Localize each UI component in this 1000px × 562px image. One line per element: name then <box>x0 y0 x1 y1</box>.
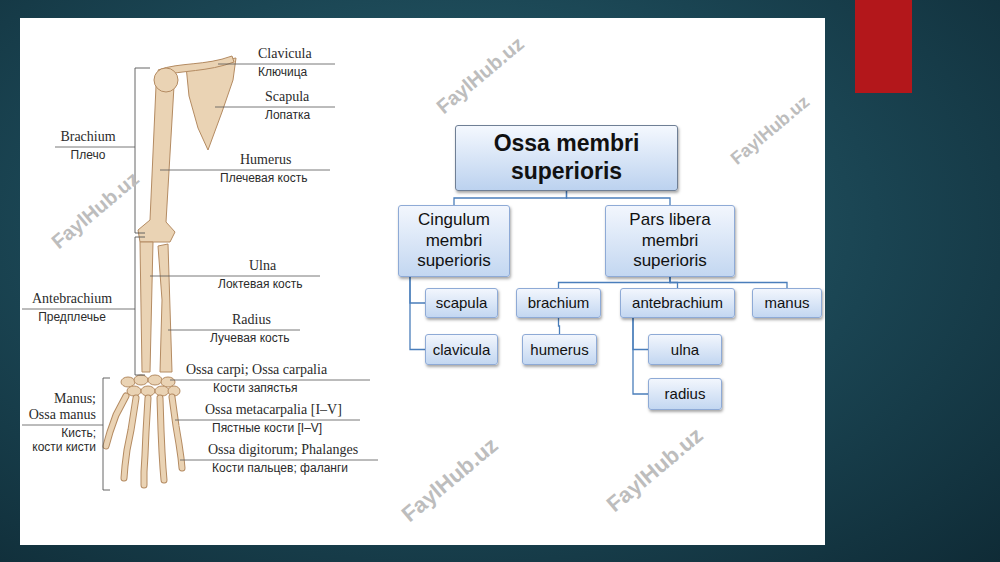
finger-bones-outline <box>106 396 182 485</box>
latin-term: Ossa metacarpalia [I–V] <box>205 402 342 418</box>
russian-term: Кости запястья <box>213 381 298 395</box>
russian-term: Кисть; <box>61 426 96 440</box>
bone-box: humerus <box>522 334 597 365</box>
bone-box: radius <box>648 378 722 410</box>
region-box: brachium <box>516 288 601 318</box>
accent-bar <box>855 0 912 93</box>
leader-lines <box>22 64 378 460</box>
bone-box: scapula <box>425 288 498 318</box>
latin-term: Ossa carpi; Ossa carpalia <box>186 362 327 378</box>
latin-term: Antebrachium <box>32 291 112 307</box>
bone-box: ulna <box>648 334 722 365</box>
watermark: FaylHub.uz <box>48 168 143 252</box>
node-text: antebrachium <box>632 294 723 312</box>
bone-box: clavicula <box>425 334 498 365</box>
tree-connector <box>670 277 787 288</box>
latin-term: Brachium <box>60 129 115 145</box>
latin-term: Radius <box>232 312 271 328</box>
node-text: Cingulum membri superioris <box>406 210 502 271</box>
tree-connector <box>559 277 671 288</box>
node-text: Ossa membri superioris <box>463 130 670 185</box>
russian-term: Лопатка <box>265 108 310 122</box>
latin-term: Humerus <box>240 152 291 168</box>
root-box: Ossa membri superioris <box>455 125 678 191</box>
group-box: Cingulum membri superioris <box>398 205 510 277</box>
russian-term: Пястные кости [I–V] <box>212 421 322 435</box>
watermark: FaylHub.uz <box>603 424 707 516</box>
node-text: clavicula <box>433 341 491 359</box>
russian-term: Предплечье <box>38 310 106 324</box>
node-text: ulna <box>671 341 699 359</box>
russian-term: кости кисти <box>32 440 96 454</box>
region-box: manus <box>752 288 822 318</box>
russian-term: Лучевая кость <box>210 331 290 345</box>
tree-connector <box>559 318 560 334</box>
tree-connector <box>567 191 671 205</box>
node-text: manus <box>764 294 809 312</box>
latin-term: Clavicula <box>258 46 312 62</box>
node-text: brachium <box>528 294 590 312</box>
latin-term: Manus; <box>54 391 96 407</box>
tree-connector <box>454 191 567 205</box>
russian-term: Плечо <box>71 148 106 162</box>
finger-bones <box>106 396 182 485</box>
russian-term: Кости пальцев; фаланги <box>212 461 348 475</box>
latin-term: Ulna <box>249 258 276 274</box>
ulna-bone <box>140 242 153 372</box>
tree-connector <box>410 277 425 303</box>
group-box: Pars libera membri superioris <box>605 205 735 277</box>
scapula-bone <box>186 58 236 150</box>
russian-term: Ключица <box>258 65 307 79</box>
latin-term: Scapula <box>265 89 309 105</box>
watermark: FaylHub.uz <box>727 92 812 168</box>
arm-skeleton <box>106 56 236 485</box>
latin-term: Ossa manus <box>29 407 96 423</box>
carpal-bones <box>121 375 180 396</box>
humerus-head <box>154 68 178 92</box>
russian-term: Локтевая кость <box>218 277 303 291</box>
node-text: humerus <box>530 341 588 359</box>
humerus-bone <box>138 86 175 242</box>
russian-term: Плечевая кость <box>220 171 307 185</box>
node-text: scapula <box>436 294 488 312</box>
radius-bone <box>158 244 172 372</box>
node-text: Pars libera membri superioris <box>613 210 727 271</box>
latin-term: Ossa digitorum; Phalanges <box>208 442 358 458</box>
watermark: FaylHub.uz <box>398 434 502 526</box>
watermark: FaylHub.uz <box>433 33 528 117</box>
node-text: radius <box>665 385 706 403</box>
tree-connector <box>633 318 648 394</box>
tree-connector <box>633 318 648 350</box>
tree-connector <box>410 277 425 350</box>
region-box: antebrachium <box>620 288 735 318</box>
